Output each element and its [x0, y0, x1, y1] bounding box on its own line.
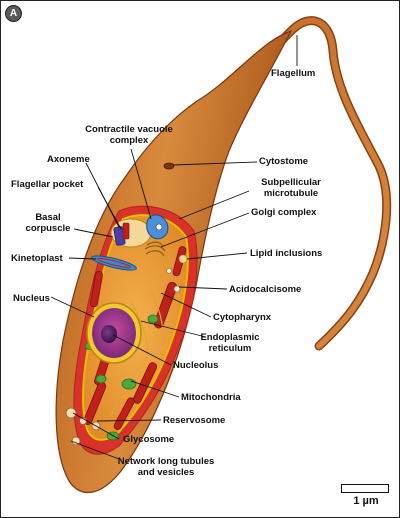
- label-er-line1: Endoplasmic: [200, 332, 260, 343]
- label-nucleus: Nucleus: [13, 293, 50, 304]
- label-reservosome: Reservosome: [163, 415, 226, 426]
- nucleus-shape: [86, 302, 142, 364]
- acidocalcisome-shapes: [166, 268, 181, 293]
- label-network-line1: Network long tubules: [117, 456, 215, 467]
- label-cytostome: Cytostome: [259, 156, 309, 167]
- label-contractile-vacuole: Contractile vacuole complex: [69, 124, 189, 146]
- leader-lines: [50, 35, 298, 460]
- cytostome-shape: [163, 162, 175, 170]
- label-golgi: Golgi complex: [251, 207, 317, 218]
- lipid-inclusion: [178, 254, 188, 264]
- label-nucleolus: Nucleolus: [173, 360, 219, 371]
- scale-bar-label: 1 µm: [353, 495, 379, 507]
- label-mitochondria: Mitochondria: [181, 392, 241, 403]
- label-basal-corpuscle-line2: corpuscle: [25, 223, 71, 234]
- label-basal-corpuscle-line1: Basal: [35, 212, 61, 223]
- label-subpellicular-line1: Subpellicular: [261, 177, 321, 188]
- label-network: Network long tubules and vesicles: [101, 456, 231, 478]
- label-basal-corpuscle: Basal corpuscle: [23, 212, 73, 234]
- label-lipid-inclusions: Lipid inclusions: [250, 248, 323, 259]
- label-flagellum: Flagellum: [271, 68, 316, 79]
- label-contractile-vacuole-line2: complex: [109, 135, 149, 146]
- golgi-shape: [144, 241, 166, 257]
- label-cytopharynx: Cytopharynx: [213, 312, 272, 323]
- label-glycosome: Glycosome: [123, 434, 175, 445]
- label-er: Endoplasmic reticulum: [195, 332, 265, 354]
- reservosome-shapes: [65, 407, 101, 446]
- label-kinetoplast: Kinetoplast: [11, 253, 63, 264]
- label-flagellar-pocket: Flagellar pocket: [11, 179, 84, 190]
- label-axoneme: Axoneme: [47, 154, 90, 165]
- label-contractile-vacuole-line1: Contractile vacuole: [85, 124, 173, 135]
- er-strands: [110, 290, 164, 417]
- label-er-line2: reticulum: [208, 343, 252, 354]
- panel-label-badge: A: [5, 5, 22, 22]
- label-subpellicular-line2: microtubule: [263, 188, 319, 199]
- label-network-line2: and vesicles: [137, 467, 195, 478]
- label-subpellicular: Subpellicular microtubule: [251, 177, 331, 199]
- label-acidocalcisome: Acidocalcisome: [229, 284, 302, 295]
- kinetoplast-shape: [91, 255, 137, 271]
- scale-bar: [341, 484, 389, 493]
